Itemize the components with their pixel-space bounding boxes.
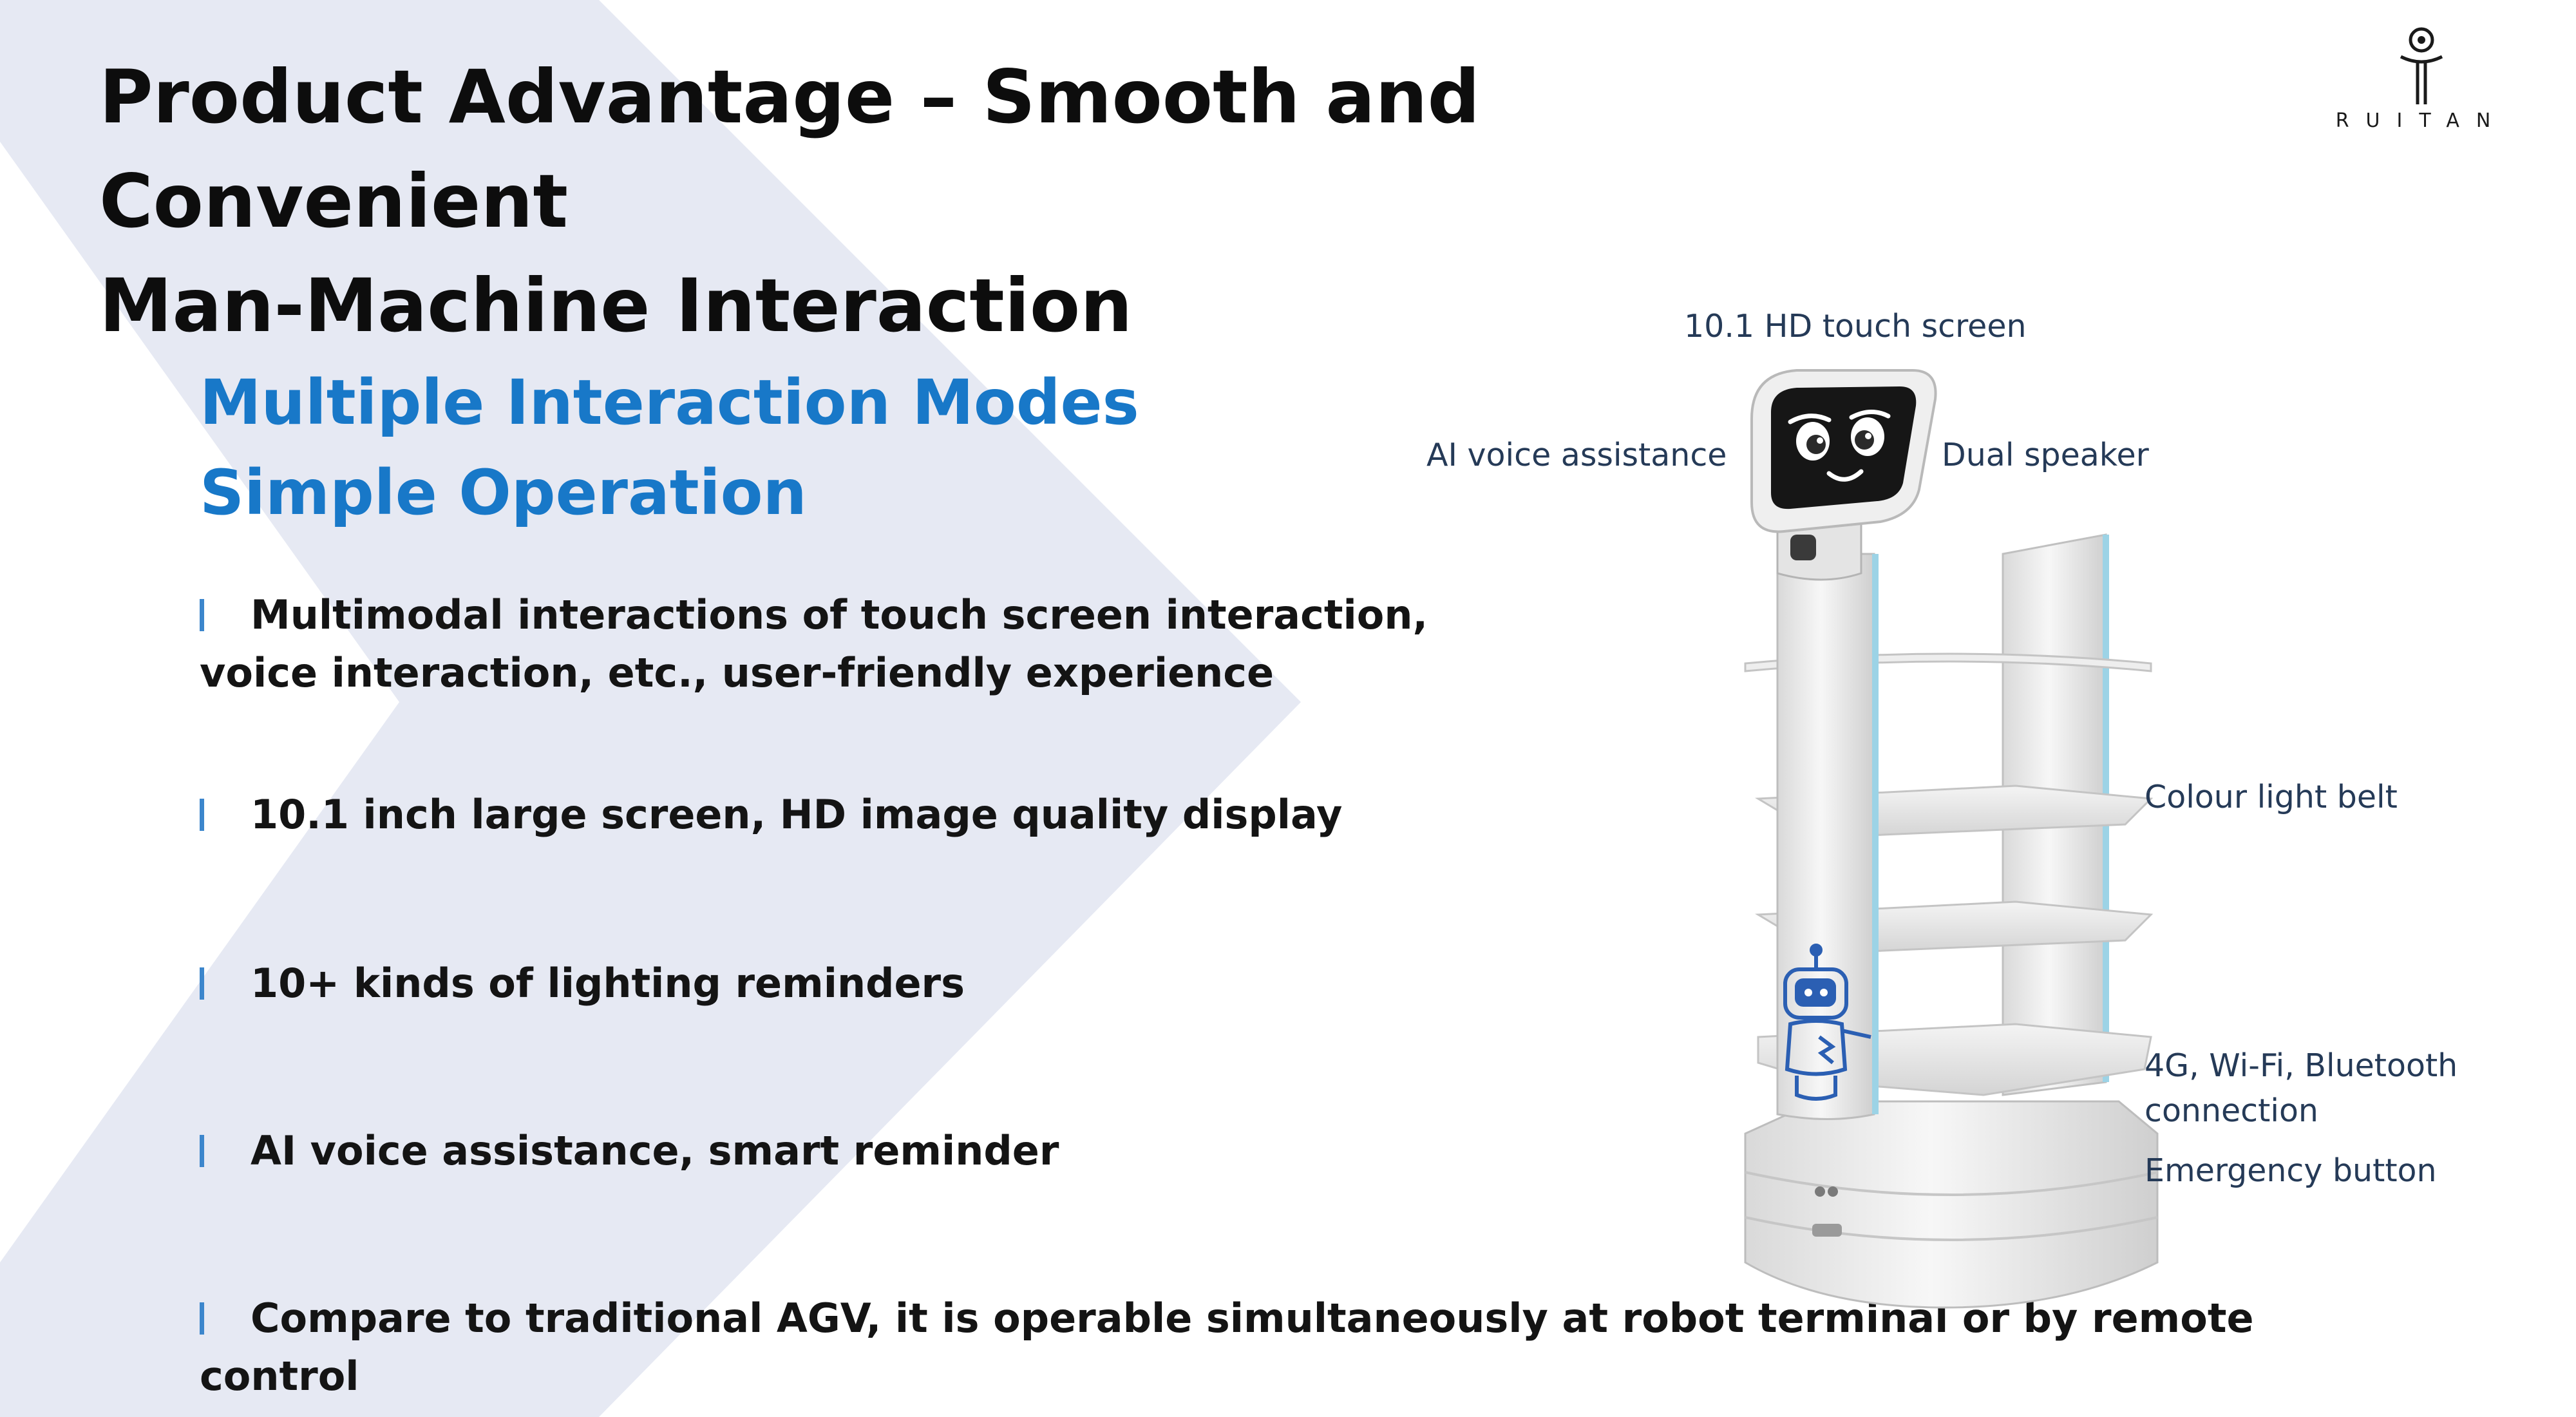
section-heading-line-1: Multiple Interaction Modes xyxy=(200,366,1139,439)
bullet-text: 10.1 inch large screen, HD image quality… xyxy=(251,791,1343,838)
ruitan-logo-icon xyxy=(2400,27,2443,104)
ruitan-logo: RUITAN xyxy=(2318,26,2524,142)
bullet-marker xyxy=(200,599,204,631)
bullet-marker xyxy=(200,1135,204,1167)
section-heading-line-2: Simple Operation xyxy=(200,457,807,529)
bullet-marker xyxy=(200,967,204,1000)
callout-ai-voice: AI voice assistance xyxy=(1426,437,1727,473)
bullet-marker xyxy=(200,1302,204,1335)
callout-dual-speaker: Dual speaker xyxy=(1942,437,2149,473)
bullet-item: AI voice assistance, smart reminder xyxy=(200,1122,2260,1180)
bullet-text: 10+ kinds of lighting reminders xyxy=(251,960,965,1007)
mascot-decal-icon xyxy=(1783,944,1871,1101)
bullet-text-line-2: voice interaction, etc., user-friendly e… xyxy=(200,649,1274,696)
bullet-text: AI voice assistance, smart reminder xyxy=(251,1127,1059,1174)
slide-title: Product Advantage – Smooth and Convenien… xyxy=(99,45,1838,358)
delivery-robot-illustration xyxy=(1744,369,2159,1309)
slide-title-line-2: Man-Machine Interaction xyxy=(99,263,1133,348)
background-chevron-shape xyxy=(0,0,1301,1417)
callout-colour-light-belt: Colour light belt xyxy=(2145,779,2398,815)
callout-connectivity: 4G, Wi-Fi, Bluetooth connection xyxy=(2145,1043,2458,1134)
bullet-text-line-1: Multimodal interactions of touch screen … xyxy=(251,591,1428,638)
callout-connectivity-line-1: 4G, Wi-Fi, Bluetooth xyxy=(2145,1047,2458,1084)
bullet-item: 10+ kinds of lighting reminders xyxy=(200,955,2260,1013)
callout-connectivity-line-2: connection xyxy=(2145,1092,2318,1129)
callout-emergency-button: Emergency button xyxy=(2145,1152,2437,1189)
bullet-marker xyxy=(200,799,204,831)
bullet-item: 10.1 inch large screen, HD image quality… xyxy=(200,786,2260,844)
slide-title-line-1: Product Advantage – Smooth and Convenien… xyxy=(99,54,1481,244)
section-heading: Multiple Interaction Modes Simple Operat… xyxy=(200,357,1359,538)
logo-text: RUITAN xyxy=(2335,109,2508,132)
bullet-item: Multimodal interactions of touch screen … xyxy=(200,586,2260,702)
callout-touch-screen: 10.1 HD touch screen xyxy=(1684,308,2027,345)
